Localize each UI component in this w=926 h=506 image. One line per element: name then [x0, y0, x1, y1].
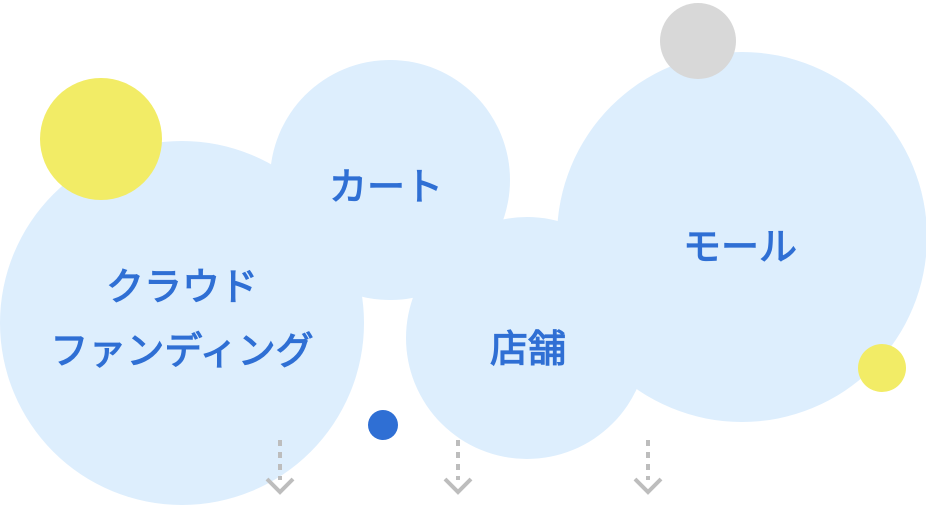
- label-crowdfunding-1: クラウド: [106, 265, 258, 309]
- arrow-down-icon: [443, 440, 473, 495]
- label-cart: カート: [329, 165, 443, 209]
- decor-yellow-small: [858, 344, 906, 392]
- arrow-down-icon: [265, 440, 295, 495]
- label-store: 店舗: [490, 327, 566, 371]
- bubble-crowdfunding: [0, 141, 364, 505]
- decor-blue-dot: [368, 410, 398, 440]
- bubble-cart: [270, 60, 510, 300]
- decor-yellow-large: [40, 78, 162, 200]
- bubble-mall: [557, 52, 926, 422]
- decor-gray: [660, 3, 736, 79]
- arrow-down-icon: [633, 440, 663, 495]
- label-crowdfunding-2: ファンディング: [50, 329, 313, 373]
- label-mall: モール: [683, 225, 797, 269]
